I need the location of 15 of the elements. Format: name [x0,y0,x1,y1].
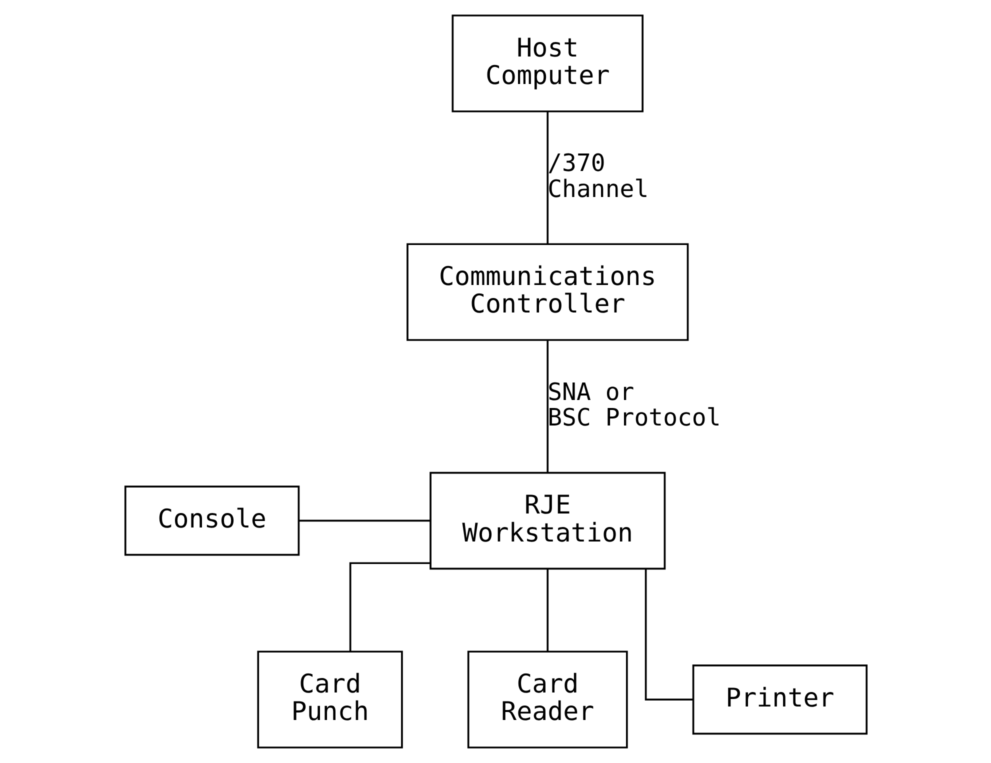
node-box: RJE Workstation [429,472,666,570]
node-box: Printer [692,664,868,735]
connector [348,562,430,652]
connector [298,520,430,522]
connector [644,569,692,700]
connector [546,569,548,652]
node-box: Console [124,486,300,556]
connector [546,112,548,244]
edge-label: /370 Channel [547,149,648,203]
node-box: Communications Controller [406,243,688,341]
connector [546,340,548,472]
node-box: Card Punch [256,650,402,748]
edge-label: SNA or BSC Protocol [547,378,720,432]
node-box: Card Reader [466,650,628,748]
node-box: Host Computer [451,14,644,112]
